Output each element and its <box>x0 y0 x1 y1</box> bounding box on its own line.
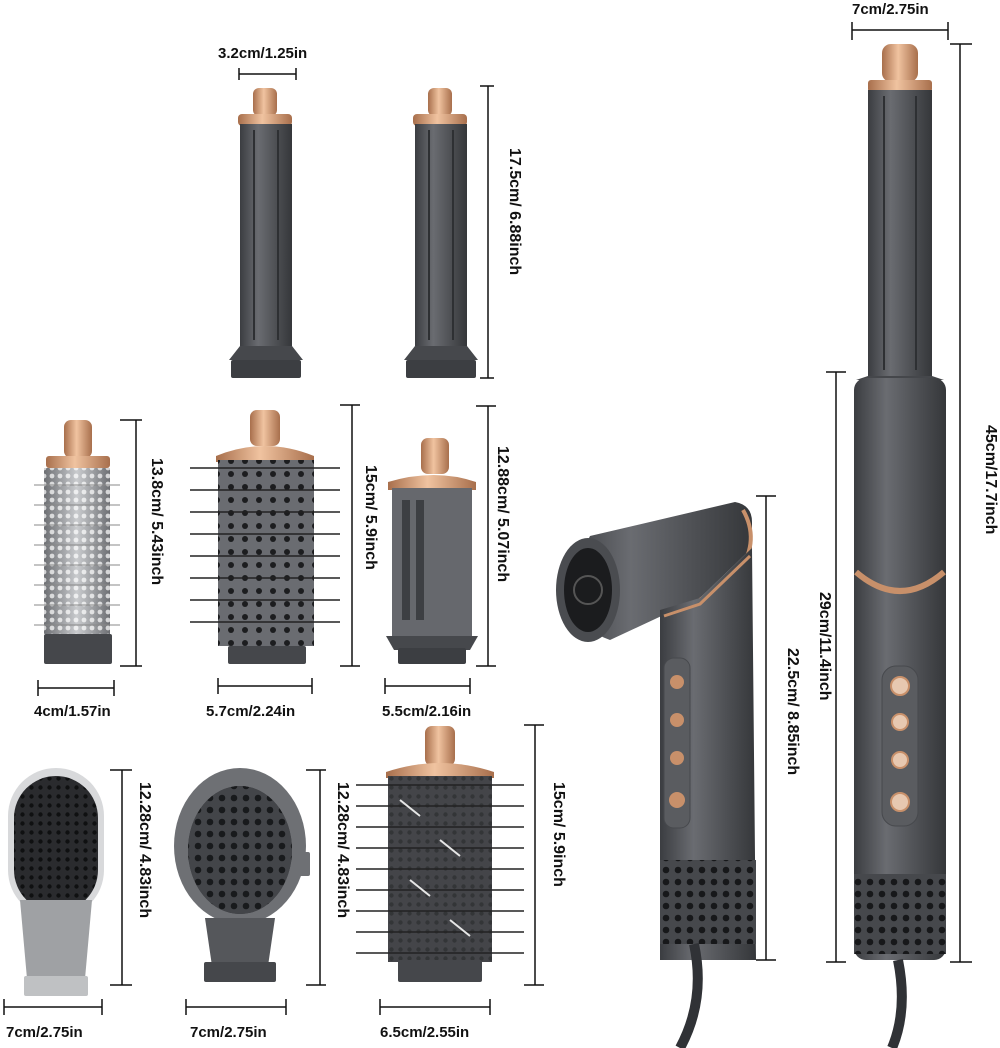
curling-barrel-2 <box>404 88 478 378</box>
styler-with-barrel <box>854 44 946 1048</box>
diffuser <box>174 768 310 982</box>
smoothing-brush <box>8 768 104 996</box>
handle-height-label: 29cm/11.4inch <box>816 592 833 701</box>
hair-dryer <box>556 502 756 1048</box>
small-round-brush-width-label: 4cm/1.57in <box>34 703 111 720</box>
paddle-brush-width-label: 5.7cm/2.24in <box>206 703 296 720</box>
volumizer-brush <box>386 438 478 664</box>
diffuser-length-label: 12.28cm/ 4.83inch <box>334 782 351 919</box>
styler-width-label: 7cm/2.75in <box>852 1 929 18</box>
diffuser-width-label: 7cm/2.75in <box>190 1024 267 1041</box>
small-round-brush <box>34 420 120 664</box>
paddle-brush-length-label: 15cm/ 5.9inch <box>362 465 379 570</box>
volumizer-length-label: 12.88cm/ 5.07inch <box>494 446 511 583</box>
dryer-height-label: 22.5cm/ 8.85inch <box>784 648 801 776</box>
barrel-width-label: 3.2cm/1.25in <box>218 45 308 62</box>
large-round-brush <box>356 726 524 982</box>
smoothing-brush-width-label: 7cm/2.75in <box>6 1024 83 1041</box>
smoothing-brush-length-label: 12.28cm/ 4.83inch <box>136 782 153 919</box>
large-brush-length-label: 15cm/ 5.9inch <box>550 782 567 887</box>
paddle-round-brush <box>190 410 340 664</box>
styler-total-height-label: 45cm/17.7inch <box>982 425 999 535</box>
barrel-length-label: 17.5cm/ 6.88inch <box>506 148 523 276</box>
large-brush-width-label: 6.5cm/2.55in <box>380 1024 470 1041</box>
small-round-brush-length-label: 13.8cm/ 5.43inch <box>148 458 165 586</box>
dimension-lines <box>3 22 972 1015</box>
volumizer-width-label: 5.5cm/2.16in <box>382 703 472 720</box>
curling-barrel-1 <box>229 88 303 378</box>
